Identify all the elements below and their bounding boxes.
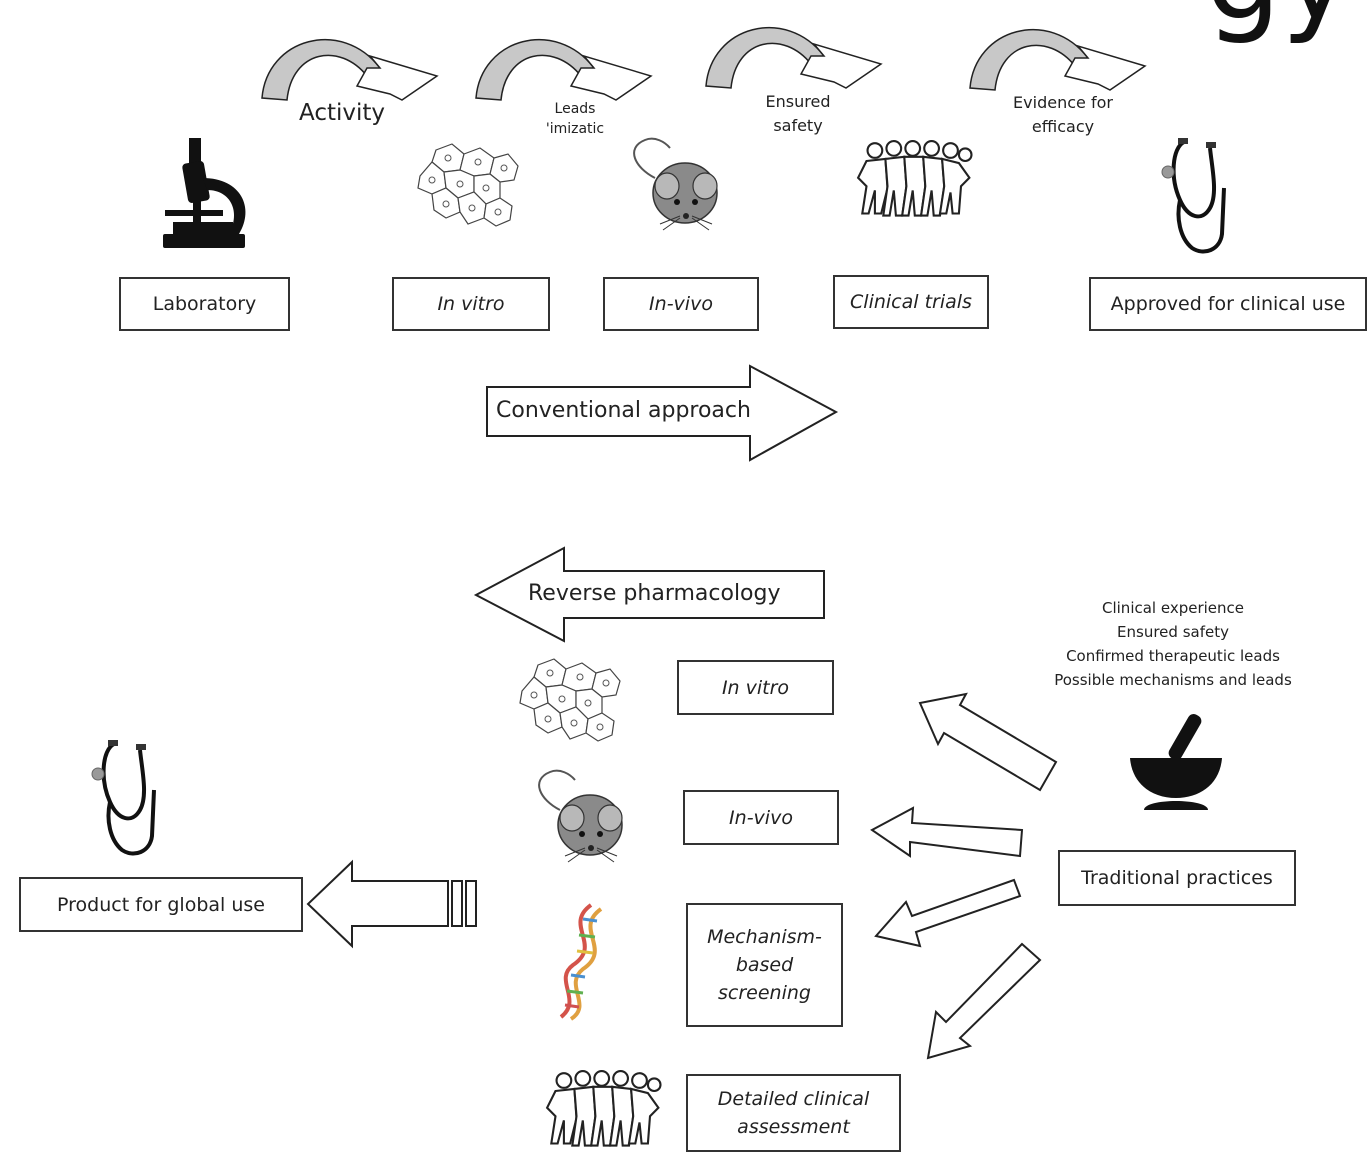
step-label-efficacy: Evidence for efficacy xyxy=(1013,93,1113,136)
block-arrow-to-clinical xyxy=(926,942,1042,1060)
dna-helix-icon xyxy=(559,903,603,1021)
reverse-box-mechanism: Mechanism- based screening xyxy=(686,903,843,1027)
traditional-knowledge-list: Clinical experience Ensured safety Confi… xyxy=(1030,596,1316,692)
step-label-safety: Ensured safety xyxy=(765,92,831,135)
reverse-box-clinical-assessment: Detailed clinical assessment xyxy=(686,1074,901,1152)
curved-arrow-leads xyxy=(475,38,652,101)
knowledge-item: Possible mechanisms and leads xyxy=(1054,671,1292,689)
conventional-arrow-label: Conventional approach xyxy=(496,398,751,423)
traditional-practices-box: Traditional practices xyxy=(1058,850,1296,906)
reverse-arrow-label: Reverse pharmacology xyxy=(528,581,781,606)
stage-box-laboratory: Laboratory xyxy=(119,277,290,331)
knowledge-item: Ensured safety xyxy=(1117,623,1229,641)
knowledge-item: Clinical experience xyxy=(1102,599,1244,617)
block-arrow-to-invivo xyxy=(870,806,1024,858)
microscope-icon xyxy=(163,138,246,248)
step-label-activity: Activity xyxy=(298,100,385,126)
reverse-box-in-vitro: In vitro xyxy=(677,660,834,715)
reverse-arrow-shape xyxy=(473,546,825,643)
curved-arrow-activity xyxy=(261,38,438,101)
stage-box-clinical-trials: Clinical trials xyxy=(833,275,989,329)
product-arrow-shape xyxy=(306,859,449,949)
conventional-arrow-shape xyxy=(486,364,839,462)
stage-box-approved: Approved for clinical use xyxy=(1089,277,1367,331)
reverse-box-in-vivo: In-vivo xyxy=(683,790,839,845)
block-arrow-to-mechanism xyxy=(874,878,1022,948)
product-global-use-box: Product for global use xyxy=(19,877,303,932)
stage-box-in-vivo: In-vivo xyxy=(603,277,759,331)
stage-box-in-vitro: In vitro xyxy=(392,277,550,331)
partial-heading-glyph: gy xyxy=(1205,0,1352,47)
curved-arrow-efficacy xyxy=(969,28,1146,91)
step-label-leads: Leads 'imizatic xyxy=(545,101,605,137)
knowledge-item: Confirmed therapeutic leads xyxy=(1066,647,1280,665)
mortar-pestle-icon xyxy=(1130,714,1222,810)
curved-arrow-safety xyxy=(705,26,882,89)
block-arrow-to-invitro xyxy=(918,692,1058,792)
